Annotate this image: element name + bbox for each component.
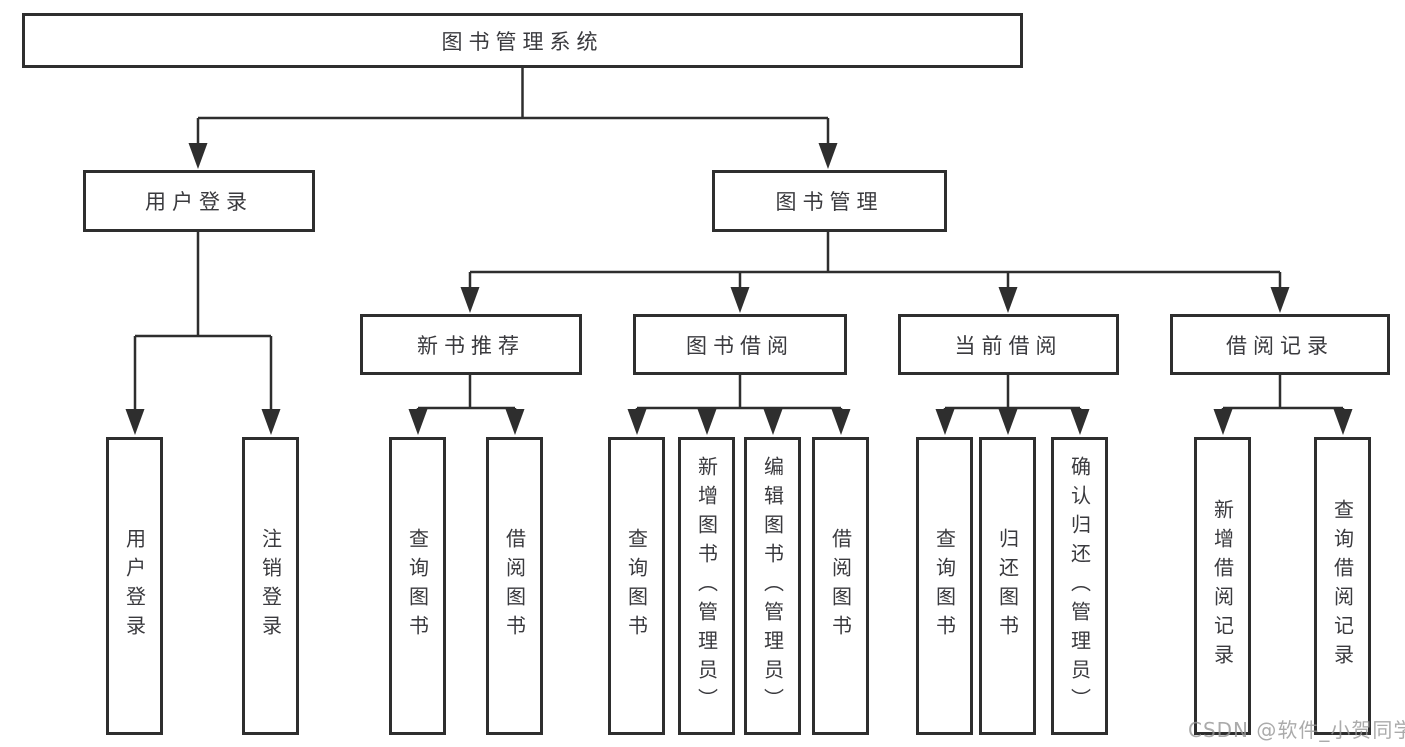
leaf-edit-books-admin: 编辑图书（管理员） — [744, 437, 801, 735]
leaf-label: 新增图书（管理员） — [694, 455, 719, 717]
leaf-add-borrow-record: 新增借阅记录 — [1194, 437, 1251, 735]
leaf-query-borrow-record: 查询借阅记录 — [1314, 437, 1371, 735]
arrow-icon — [408, 409, 428, 435]
arrow-icon — [261, 409, 281, 435]
connector-user-login-to-leaves — [133, 232, 273, 411]
arrow-icon — [1270, 287, 1290, 313]
leaf-query-books-borrow: 查询图书 — [608, 437, 665, 735]
node-library-management-system: 图书管理系统 — [22, 13, 1023, 68]
leaf-borrow-books-recommend: 借阅图书 — [486, 437, 543, 735]
leaf-label: 查询图书 — [932, 528, 957, 644]
node-book-borrowing: 图书借阅 — [633, 314, 847, 375]
arrow-icon — [730, 287, 750, 313]
connector-borrow-to-leaves — [635, 375, 843, 411]
leaf-label: 查询图书 — [624, 528, 649, 644]
arrow-icon — [697, 409, 717, 435]
arrow-icon — [998, 409, 1018, 435]
leaf-query-books-recommend: 查询图书 — [389, 437, 446, 735]
arrow-icon — [627, 409, 647, 435]
leaf-add-books-admin: 新增图书（管理员） — [678, 437, 735, 735]
leaf-label: 用户登录 — [122, 528, 147, 644]
arrow-icon — [1070, 409, 1090, 435]
arrow-icon — [125, 409, 145, 435]
node-current-borrowing: 当前借阅 — [898, 314, 1119, 375]
leaf-label: 借阅图书 — [828, 528, 853, 644]
arrow-icon — [1333, 409, 1353, 435]
arrow-icon — [188, 143, 208, 169]
leaf-label: 查询借阅记录 — [1330, 499, 1355, 673]
arrow-icon — [460, 287, 480, 313]
leaf-user-login: 用户登录 — [106, 437, 163, 735]
connector-records-to-leaves — [1221, 375, 1345, 411]
node-book-management: 图书管理 — [712, 170, 947, 232]
leaf-label: 注销登录 — [258, 528, 283, 644]
leaf-label: 归还图书 — [995, 528, 1020, 644]
connector-root-to-level2 — [196, 68, 830, 145]
arrow-icon — [818, 143, 838, 169]
leaf-return-books: 归还图书 — [979, 437, 1036, 735]
arrow-icon — [935, 409, 955, 435]
arrowheads — [125, 143, 1353, 435]
leaf-borrow-books: 借阅图书 — [812, 437, 869, 735]
node-borrowing-records: 借阅记录 — [1170, 314, 1390, 375]
connector-recommend-to-leaves — [416, 375, 517, 411]
leaf-logout: 注销登录 — [242, 437, 299, 735]
leaf-label: 确认归还（管理员） — [1067, 455, 1092, 717]
leaf-label: 编辑图书（管理员） — [760, 455, 785, 717]
arrow-icon — [1213, 409, 1233, 435]
arrow-icon — [998, 287, 1018, 313]
csdn-watermark: CSDN @软件_小贺同学 — [1188, 718, 1405, 742]
arrow-icon — [763, 409, 783, 435]
leaf-query-books-current: 查询图书 — [916, 437, 973, 735]
connector-current-to-leaves — [943, 375, 1082, 411]
leaf-label: 查询图书 — [405, 528, 430, 644]
arrow-icon — [505, 409, 525, 435]
leaf-label: 借阅图书 — [502, 528, 527, 644]
leaf-confirm-return-admin: 确认归还（管理员） — [1051, 437, 1108, 735]
node-user-login: 用户登录 — [83, 170, 315, 232]
arrow-icon — [831, 409, 851, 435]
node-new-book-recommendation: 新书推荐 — [360, 314, 582, 375]
leaf-label: 新增借阅记录 — [1210, 499, 1235, 673]
connector-book-mgmt-to-sections — [468, 232, 1282, 289]
